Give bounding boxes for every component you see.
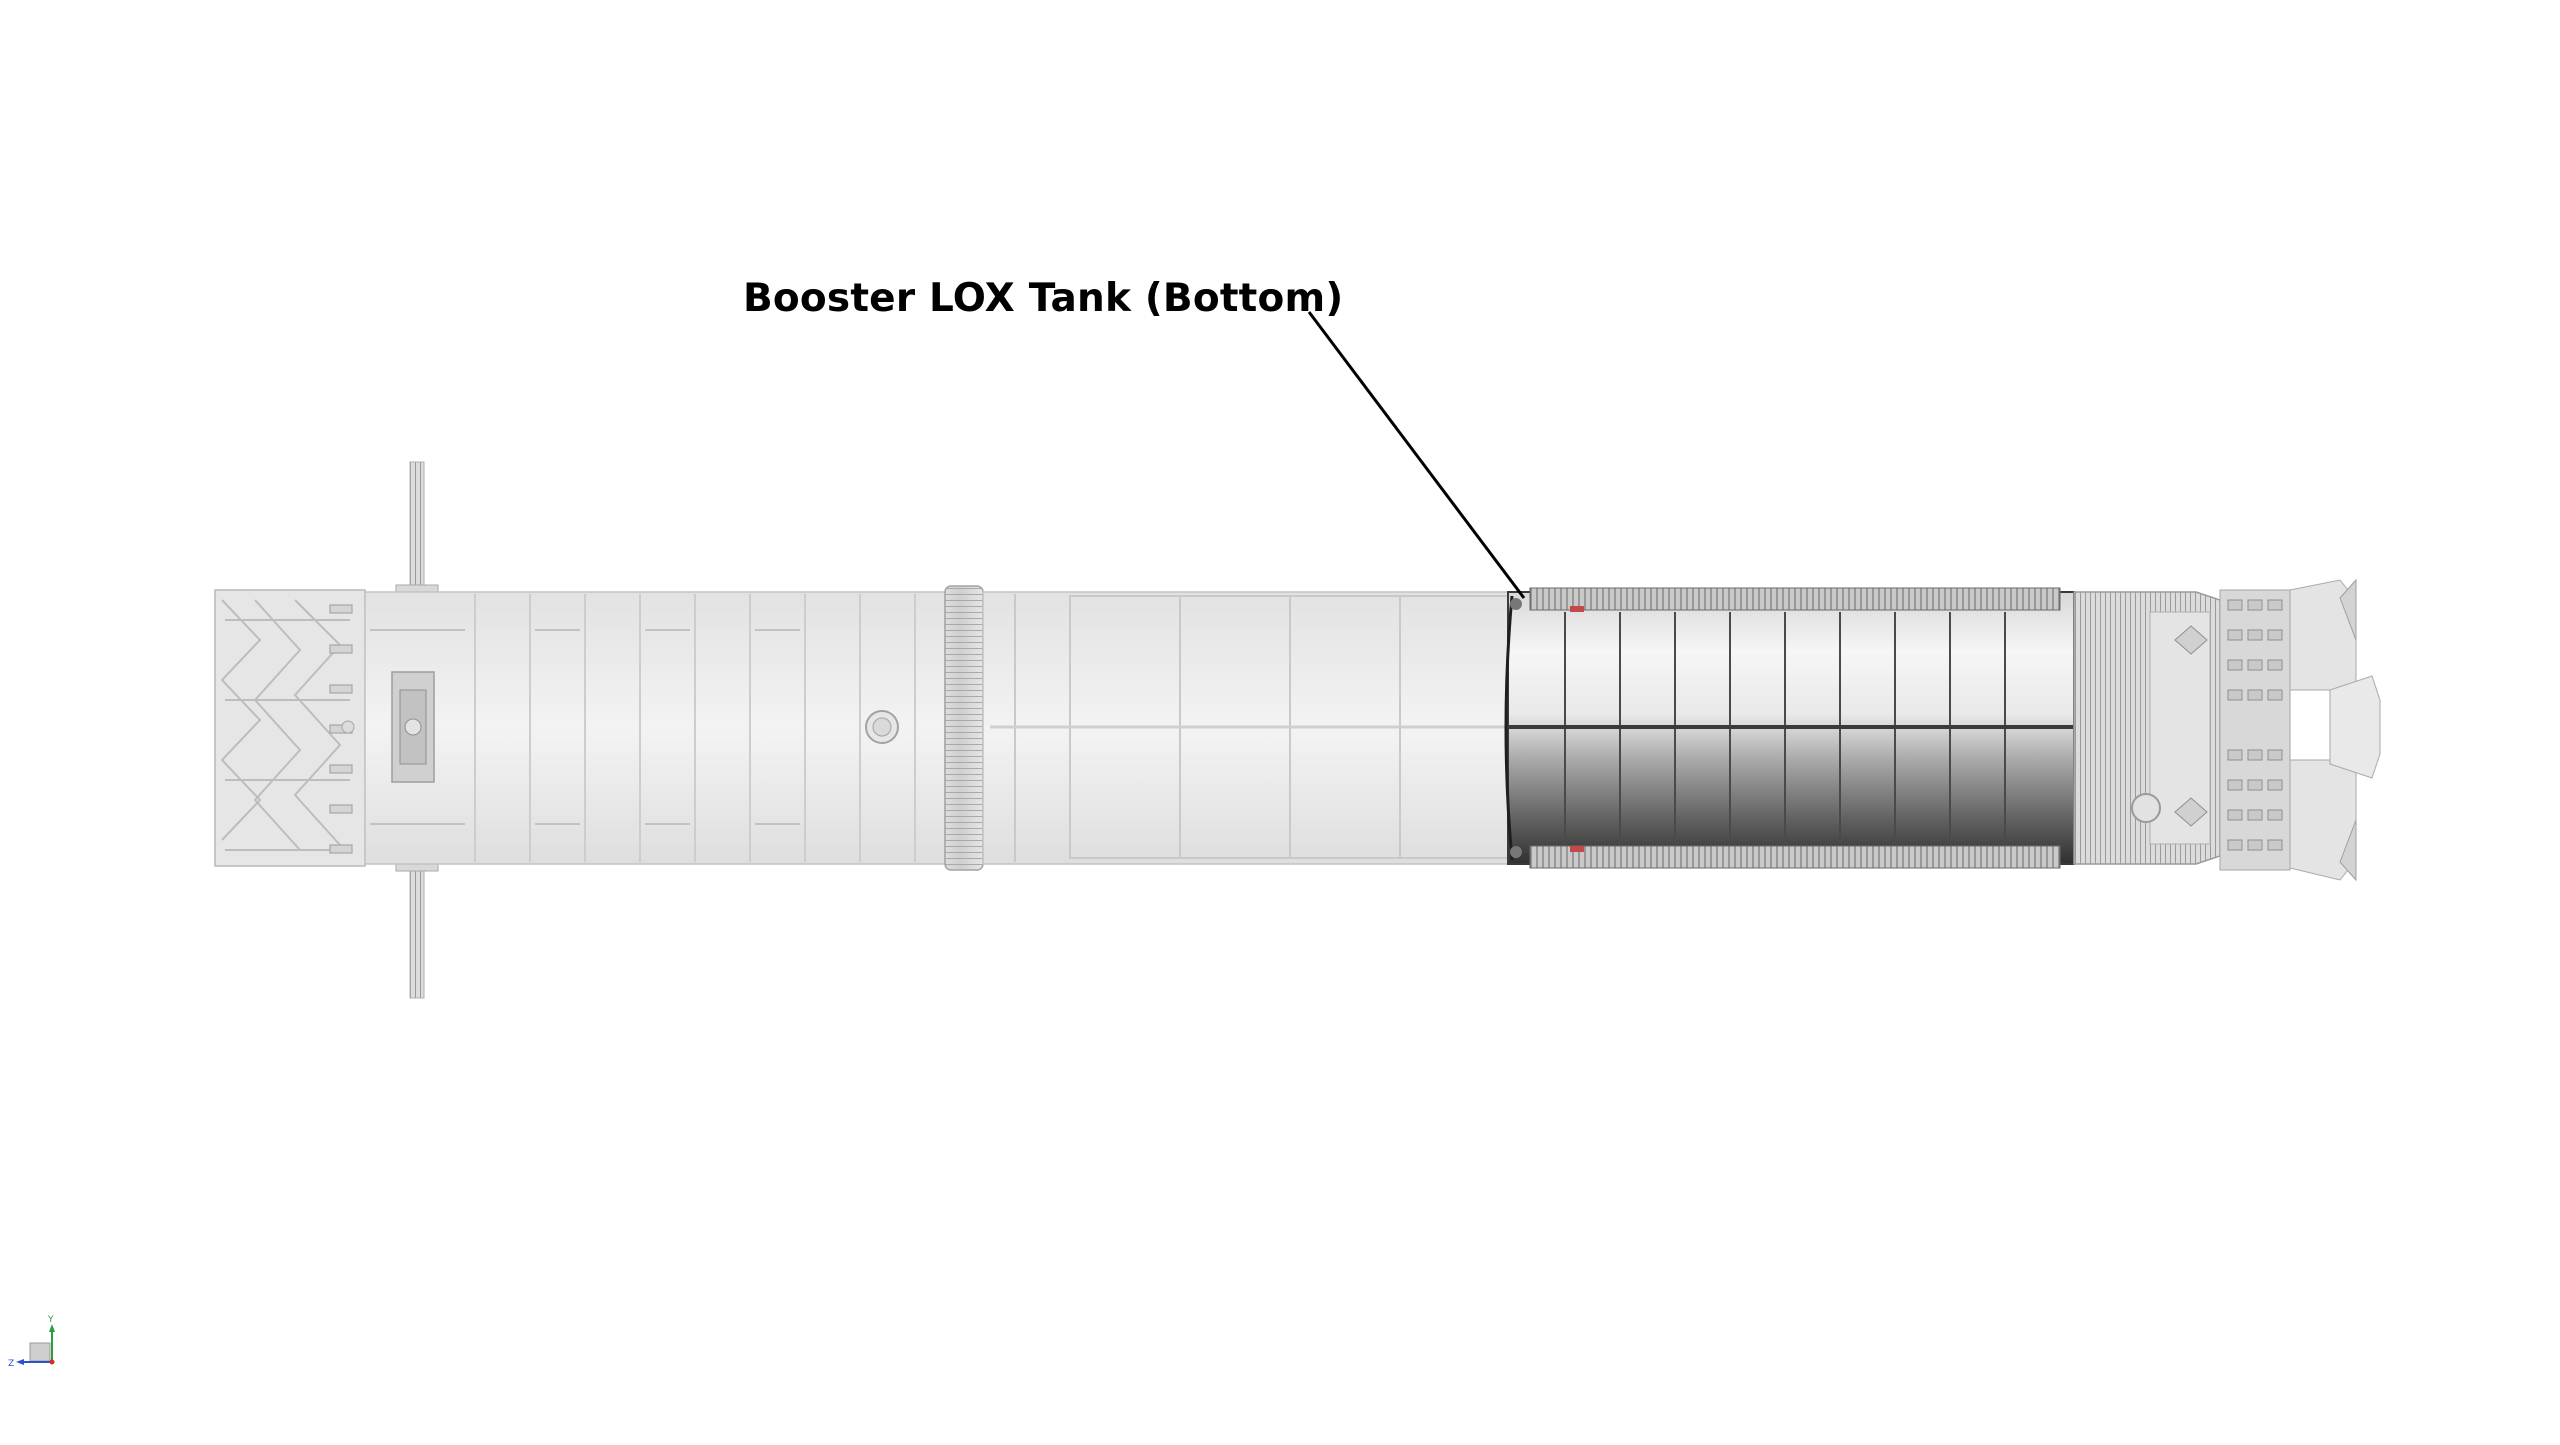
grid-fin-top [409,461,425,593]
booster-mid-body [982,591,1509,865]
engine-cluster [2219,578,2381,882]
interstage-ring [944,585,984,871]
axis-z-label: Z [8,1359,14,1369]
axis-y-label: Y [47,1315,54,1325]
forward-section [214,461,439,999]
aft-skirt [2073,591,2221,865]
booster-lox-tank [1504,587,2075,869]
grid-fin-bottom [409,865,425,999]
callout-label: Booster LOX Tank (Bottom) [743,276,1344,321]
coordinate-triad: Y Z [8,1315,55,1369]
callout-leader-line [1307,311,1526,599]
booster-upper-body [364,591,946,865]
